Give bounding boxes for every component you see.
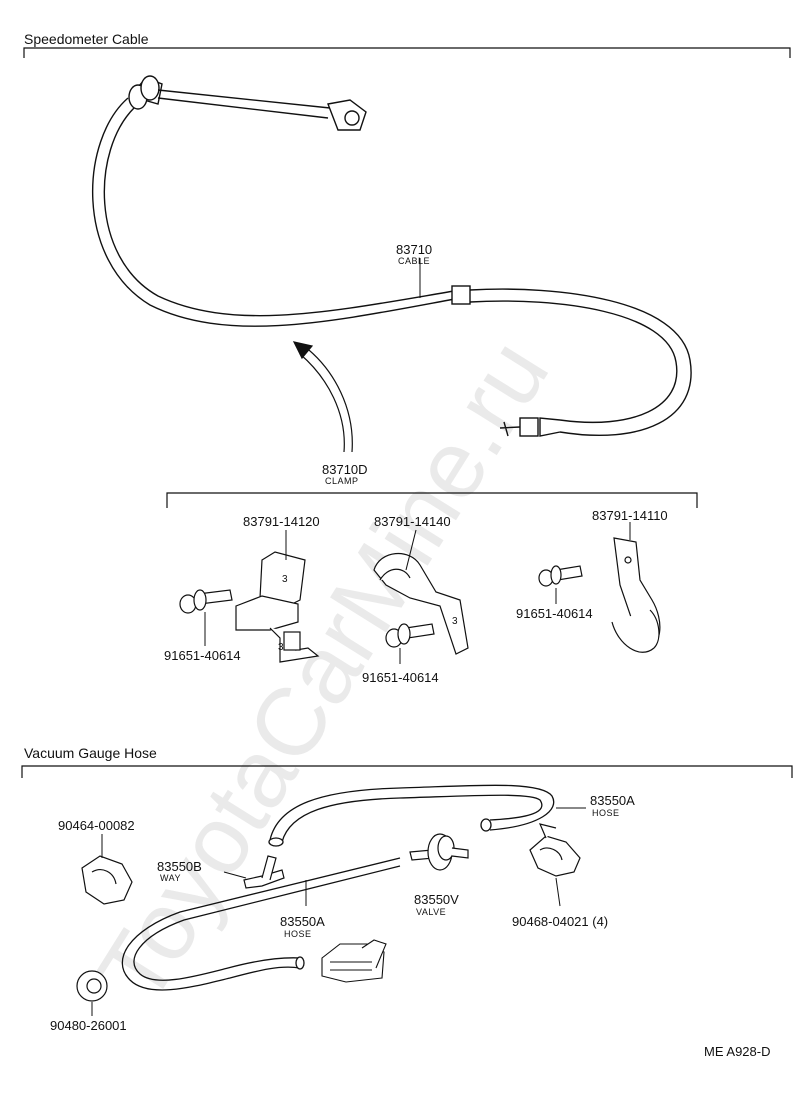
section-bracket-speedometer <box>23 47 791 58</box>
clip-right-part-number: 90468-04021 (4) <box>512 914 608 929</box>
clip-left <box>81 855 133 905</box>
cable-part-name: CABLE <box>398 256 430 266</box>
hose-lower <box>121 857 401 991</box>
grommet-part-number: 90480-26001 <box>50 1018 127 1033</box>
section-title-speedometer: Speedometer Cable <box>24 31 149 47</box>
valve <box>409 833 469 871</box>
bolt-a-part-number: 91651-40614 <box>164 648 241 663</box>
bolt-c-part-number: 91651-40614 <box>516 606 593 621</box>
section-bracket-vacuum <box>21 765 793 778</box>
valve-part-name: VALVE <box>416 907 446 917</box>
clamp-a-mark-1: 3 <box>282 574 288 585</box>
clamp-part-number: 83710D <box>322 462 368 477</box>
hose-lower-part-number: 83550A <box>280 914 325 929</box>
clamp-group-bracket <box>166 492 698 508</box>
grommet <box>76 970 108 1002</box>
bolt-c <box>538 565 583 587</box>
clamp-b-part-number: 83791-14140 <box>374 514 451 529</box>
clamp-c-part-number: 83791-14110 <box>592 508 668 523</box>
clamp-part-name: CLAMP <box>325 476 359 486</box>
clip-left-part-number: 90464-00082 <box>58 818 135 833</box>
speedometer-cable <box>91 75 692 437</box>
bolt-b <box>385 623 435 648</box>
bolt-a <box>179 589 233 614</box>
clamp-a-part-number: 83791-14120 <box>243 514 320 529</box>
way-part-number: 83550B <box>157 859 202 874</box>
clip-right <box>529 823 581 877</box>
section-title-vacuum: Vacuum Gauge Hose <box>24 745 157 761</box>
hose-lower-part-name: HOSE <box>284 929 312 939</box>
way-part-name: WAY <box>160 873 181 883</box>
hose-upper <box>268 784 555 847</box>
hose-upper-part-number: 83550A <box>590 793 635 808</box>
clamp-location-arrow <box>292 341 353 453</box>
cable-part-number: 83710 <box>396 242 432 257</box>
clamp-a-bracket <box>235 551 320 663</box>
clamp-b-bracket <box>373 552 469 655</box>
clamp-b-mark: 3 <box>452 616 458 627</box>
clamp-b-leader <box>405 529 417 571</box>
bolt-b-part-number: 91651-40614 <box>362 670 439 685</box>
way-leader <box>223 871 247 879</box>
clamp-c-bracket <box>611 537 661 653</box>
diagram-code: ME A928-D <box>704 1044 770 1059</box>
hose-fitting <box>321 939 387 983</box>
clip-right-leader <box>555 877 561 907</box>
clamp-a-mark-2: 3 <box>278 642 284 653</box>
valve-part-number: 83550V <box>414 892 459 907</box>
way-connector <box>243 855 285 889</box>
hose-upper-part-name: HOSE <box>592 808 620 818</box>
